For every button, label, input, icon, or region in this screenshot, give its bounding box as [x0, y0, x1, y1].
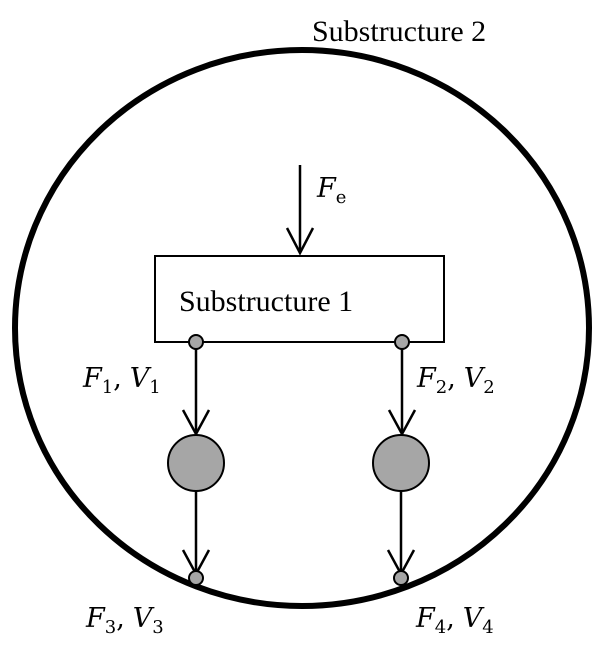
connection-label-3: F3,V3 — [85, 603, 164, 638]
substructure-1-box — [154, 255, 445, 343]
substructure-1-label: Substructure 1 — [179, 285, 353, 318]
external-force-arrow-head — [285, 227, 315, 256]
connection-node-3 — [188, 570, 204, 586]
connection-label-1: F1,V1 — [82, 363, 161, 398]
connection-node-1 — [188, 334, 204, 350]
connection-label-2: F2,V2 — [416, 363, 495, 398]
connection-node-4 — [393, 570, 409, 586]
substructure-2-boundary — [12, 47, 592, 609]
left-mass — [167, 434, 225, 492]
substructure-2-label: Substructure 2 — [312, 15, 486, 48]
right-mass — [372, 434, 430, 492]
right-upper-arrow-head — [387, 409, 417, 437]
connection-node-2 — [394, 334, 410, 350]
external-force-label: Fe — [316, 173, 346, 208]
connection-label-4: F4,V4 — [415, 603, 494, 638]
